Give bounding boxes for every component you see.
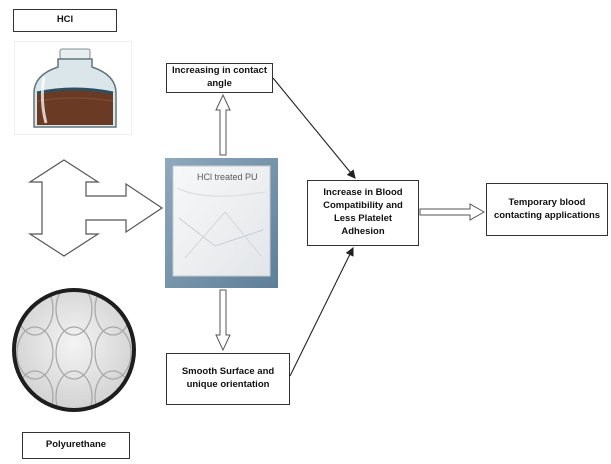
- applications-box: Temporary blood contacting applications: [486, 183, 608, 236]
- blood-compatibility-box: Increase in Blood Compatibility and Less…: [307, 180, 419, 246]
- contact-angle-connector: [272, 77, 356, 179]
- smooth-surface-label: Smooth Surface and unique orientation: [181, 366, 275, 390]
- up-hollow-arrow: [215, 93, 231, 156]
- smooth-surface-box: Smooth Surface and unique orientation: [166, 353, 290, 405]
- polyurethane-image: [11, 287, 137, 413]
- polyurethane-label-box: Polyurethane: [22, 432, 130, 459]
- polyurethane-label: Polyurethane: [45, 439, 107, 451]
- hcl-treated-pu-image: HCl treated PU: [165, 158, 278, 288]
- applications-label: Temporary blood contacting applications: [493, 196, 601, 221]
- hcl-label: HCl: [56, 14, 74, 26]
- hcl-label-box: HCl: [13, 9, 117, 32]
- blood-compatibility-label: Increase in Blood Compatibility and Less…: [323, 187, 403, 237]
- right-hollow-arrow: [419, 203, 486, 221]
- smooth-surface-connector: [289, 247, 354, 377]
- hcl-bottle-image: [13, 40, 133, 136]
- combine-block-arrow: [27, 159, 164, 257]
- hcl-treated-pu-label: HCl treated PU: [197, 172, 258, 182]
- contact-angle-box: Increasing in contact angle: [166, 63, 273, 93]
- contact-angle-label: Increasing in contact angle: [171, 65, 268, 89]
- down-hollow-arrow: [215, 289, 231, 352]
